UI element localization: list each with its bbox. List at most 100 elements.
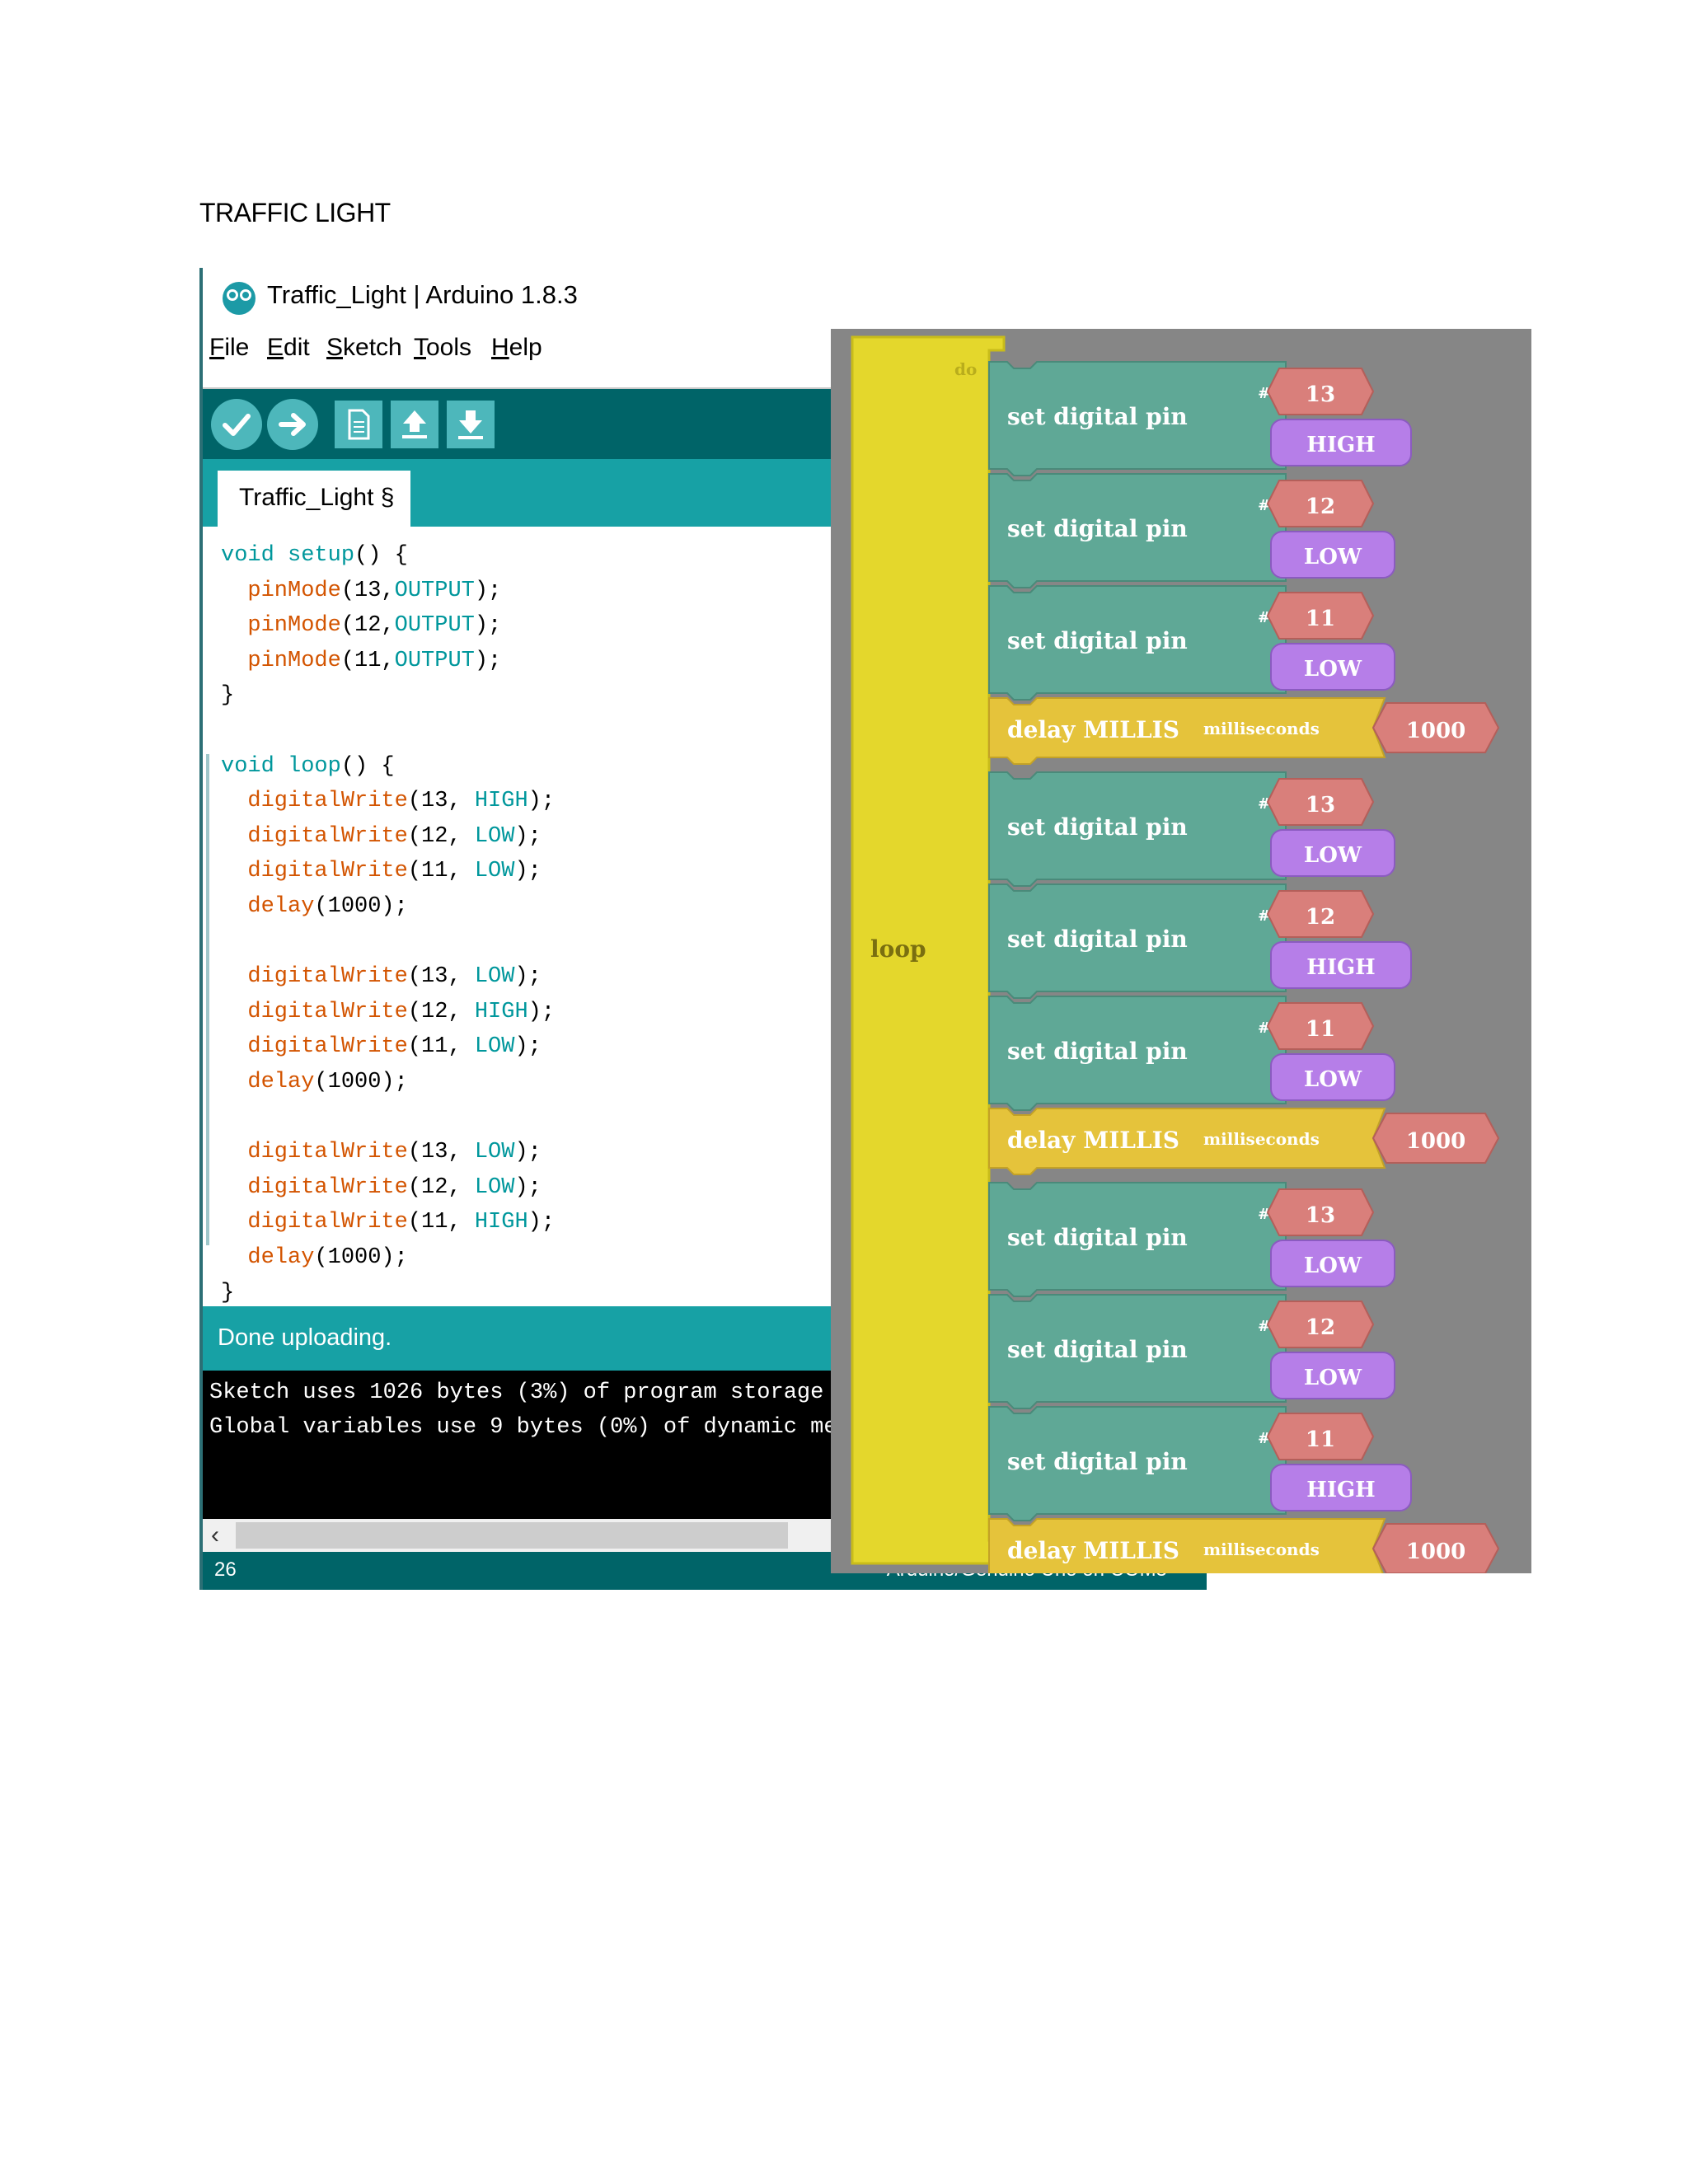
pin-block-label: set digital pin: [1007, 515, 1188, 542]
menu-edit[interactable]: Edit: [267, 334, 310, 361]
code-token: digitalWrite: [247, 1034, 408, 1060]
code-token: [221, 613, 247, 638]
pin-number: 12: [1306, 494, 1335, 519]
code-line: digitalWrite(12, LOW);: [221, 823, 541, 849]
code-token: (13,: [340, 578, 395, 603]
pin-level-field[interactable]: [1270, 419, 1412, 466]
loop-label: loop: [870, 935, 926, 963]
pin-level: HIGH: [1306, 433, 1376, 457]
code-token: );: [514, 964, 542, 990]
code-token: );: [514, 859, 542, 884]
code-token: pinMode: [247, 613, 341, 639]
pin-block-body: [988, 1406, 1287, 1521]
scroll-left-icon[interactable]: ‹: [211, 1521, 219, 1549]
verify-button[interactable]: [211, 399, 262, 450]
code-token: [221, 1175, 247, 1200]
code-line: void loop() {: [221, 754, 395, 779]
code-token: (12,: [407, 823, 475, 849]
new-sketch-button[interactable]: [335, 401, 382, 448]
pin-block-body: [988, 883, 1287, 999]
pin-block-label: set digital pin: [1007, 627, 1188, 654]
pin-level-field[interactable]: [1270, 643, 1395, 691]
menu-help[interactable]: Help: [491, 334, 542, 361]
pin-number: 13: [1306, 1203, 1335, 1228]
code-line: digitalWrite(12, LOW);: [221, 1174, 541, 1200]
status-message: Done uploading.: [218, 1324, 392, 1351]
document-title: TRAFFIC LIGHT: [199, 198, 391, 227]
pin-level: LOW: [1304, 657, 1362, 682]
scrollbar-thumb[interactable]: [236, 1522, 788, 1549]
hash-label: #: [1258, 1430, 1270, 1447]
delay-value-field[interactable]: [1372, 702, 1500, 753]
pin-number-field[interactable]: [1266, 1413, 1375, 1460]
code-token: pinMode: [247, 648, 341, 673]
code-token: (12,: [407, 999, 475, 1024]
code-token: [221, 789, 247, 813]
pin-number-field[interactable]: [1266, 480, 1375, 527]
pin-block-label: set digital pin: [1007, 813, 1188, 841]
pin-block-body: [988, 585, 1287, 701]
tab-traffic-light[interactable]: Traffic_Light §: [218, 471, 410, 527]
code-token: [221, 1034, 247, 1059]
pin-number-field[interactable]: [1266, 1002, 1375, 1050]
code-token: (1000);: [314, 1070, 408, 1094]
menu-file[interactable]: File: [209, 334, 250, 361]
hash-label: #: [1258, 385, 1270, 402]
pin-level: LOW: [1304, 1366, 1362, 1390]
code-line: digitalWrite(11, HIGH);: [221, 1210, 555, 1235]
delay-value: 1000: [1406, 1540, 1465, 1564]
pin-level-field[interactable]: [1270, 1240, 1395, 1287]
tab-label: Traffic_Light §: [239, 484, 395, 511]
pin-number: 13: [1306, 382, 1335, 407]
pin-level-field[interactable]: [1270, 1464, 1412, 1511]
code-line: pinMode(13,OUTPUT);: [221, 579, 501, 603]
code-token: );: [514, 1140, 542, 1165]
pin-level-field[interactable]: [1270, 941, 1412, 989]
code-token: );: [528, 999, 556, 1024]
pin-level: LOW: [1304, 1254, 1362, 1278]
menu-tools[interactable]: Tools: [414, 334, 472, 361]
pin-level-field[interactable]: [1270, 829, 1395, 877]
pin-number-field[interactable]: [1266, 778, 1375, 826]
code-line: delay(1000);: [221, 1070, 408, 1094]
hash-label: #: [1258, 609, 1270, 626]
pin-number: 12: [1306, 905, 1335, 930]
code-token: LOW: [474, 1174, 515, 1200]
pin-number-field[interactable]: [1266, 592, 1375, 640]
menu-sketch[interactable]: Sketch: [326, 334, 402, 361]
pin-number: 13: [1306, 793, 1335, 818]
pin-level-field[interactable]: [1270, 531, 1395, 579]
pin-number-field[interactable]: [1266, 890, 1375, 938]
save-button[interactable]: [447, 401, 495, 448]
code-token: );: [474, 578, 502, 603]
tab-bar: Traffic_Light §: [203, 459, 831, 527]
delay-value-field[interactable]: [1372, 1113, 1500, 1164]
upload-button[interactable]: [267, 399, 318, 450]
delay-block-body: [988, 1108, 1386, 1175]
pin-level-field[interactable]: [1270, 1053, 1395, 1101]
code-token: (13,: [407, 964, 475, 990]
pin-level-field[interactable]: [1270, 1352, 1395, 1399]
pin-number: 11: [1306, 607, 1335, 631]
pin-number: 11: [1306, 1427, 1335, 1452]
code-line: void setup() {: [221, 543, 408, 568]
pin-number-field[interactable]: [1266, 1188, 1375, 1236]
code-line: delay(1000);: [221, 894, 407, 919]
open-button[interactable]: [391, 401, 438, 448]
pin-number-field[interactable]: [1266, 1301, 1375, 1348]
delay-value: 1000: [1406, 1129, 1465, 1154]
pin-number-field[interactable]: [1266, 368, 1375, 415]
delay-unit-label: milliseconds: [1203, 719, 1320, 738]
